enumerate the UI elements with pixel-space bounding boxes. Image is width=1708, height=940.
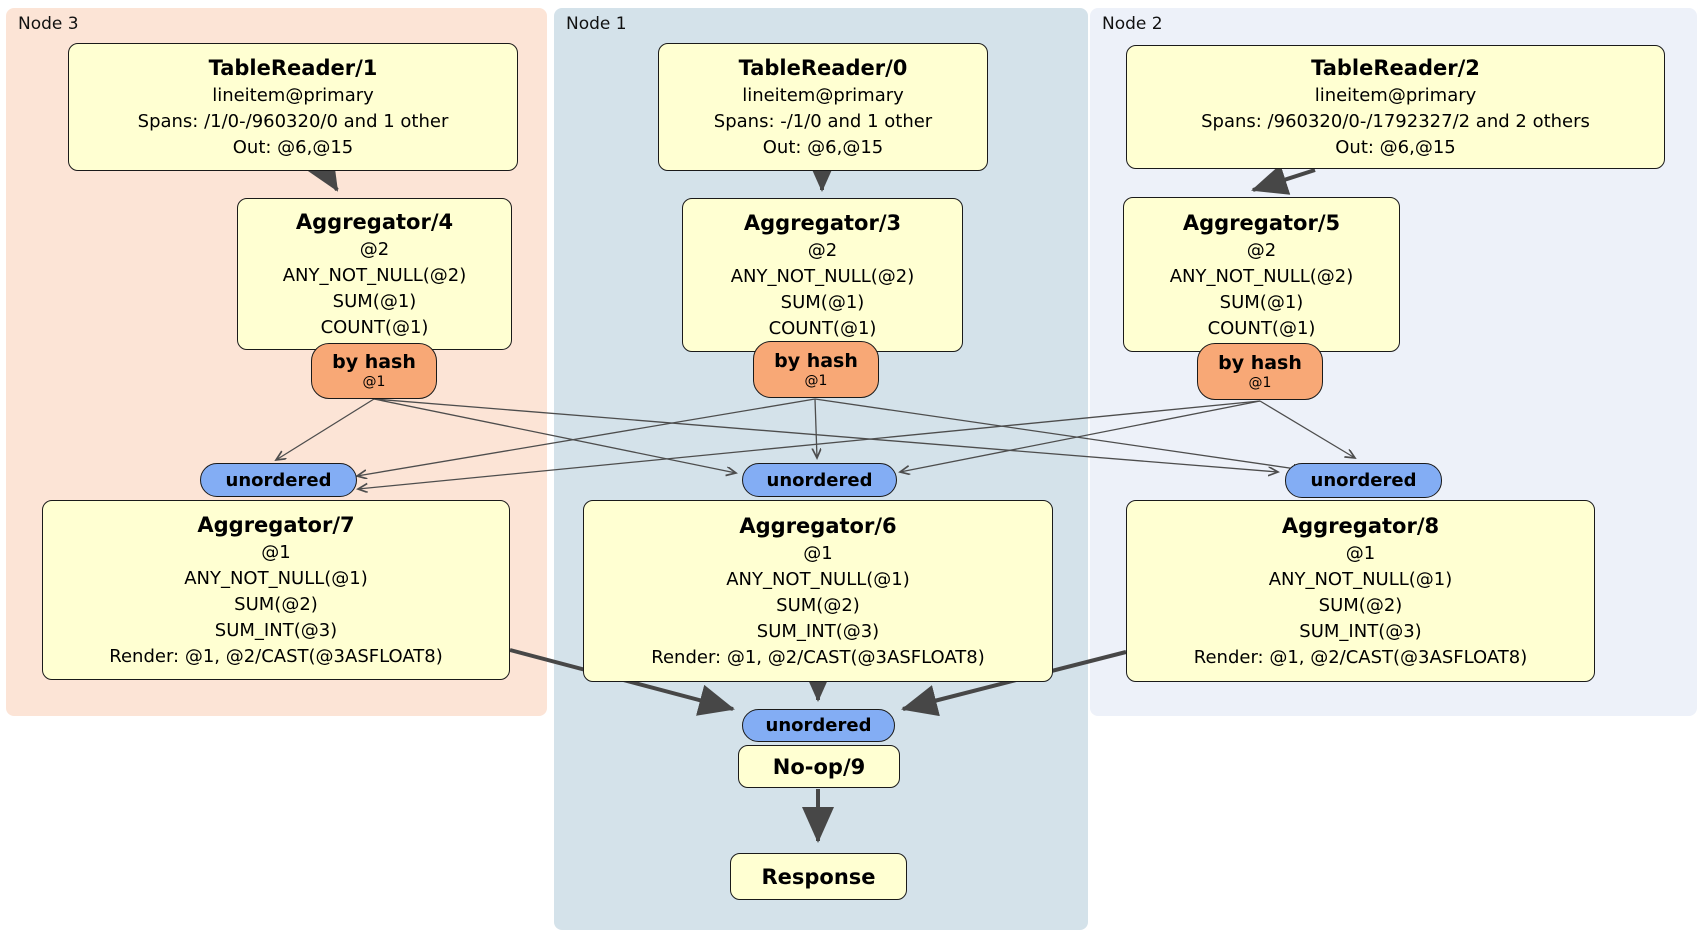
box-line: Render: @1, @2/CAST(@3ASFLOAT8) [1193,647,1528,668]
stream-label: unordered [225,469,332,491]
box-line: ANY_NOT_NULL(@1) [1268,569,1453,590]
stream-unordered-center: unordered [742,463,897,497]
box-tablereader-1: TableReader/1 lineitem@primary Spans: /1… [68,43,518,171]
router-label: by hash [332,351,416,373]
box-tablereader-0: TableReader/0 lineitem@primary Spans: -/… [658,43,988,171]
router-by-hash-left: by hash @1 [311,343,437,399]
box-out: Out: @6,@15 [232,137,354,158]
box-line: @2 [1246,239,1277,261]
box-title: Aggregator/8 [1281,514,1440,538]
edge-hashL-unoL [276,398,375,460]
box-line: COUNT(@1) [768,318,877,339]
box-title: Aggregator/3 [743,211,902,235]
box-line: Render: @1, @2/CAST(@3ASFLOAT8) [109,646,443,667]
box-line: Render: @1, @2/CAST(@3ASFLOAT8) [651,647,985,668]
box-line: @1 [803,543,833,564]
box-aggregator-8: Aggregator/8 @1 ANY_NOT_NULL(@1) SUM(@2)… [1126,500,1595,682]
edge-hashC-unoR [814,398,1303,470]
edge-hashL-unoR [373,398,1278,472]
box-line: SUM_INT(@3) [756,621,880,642]
box-title: No-op/9 [772,754,866,779]
box-line: SUM(@1) [1219,291,1304,313]
stream-label: unordered [766,469,873,491]
box-line: SUM(@1) [332,291,417,312]
box-line: @1 [261,542,291,563]
box-out: Out: @6,@15 [1335,137,1456,158]
box-noop-9: No-op/9 [738,745,900,788]
box-spans: Spans: -/1/0 and 1 other [713,111,933,132]
panel-node1-label: Node 1 [566,14,627,34]
box-line: ANY_NOT_NULL(@1) [726,569,910,590]
box-title: TableReader/0 [738,56,908,80]
box-line: SUM_INT(@3) [214,620,338,641]
edge-tr2-agg5 [1251,164,1316,195]
box-line: COUNT(@1) [320,317,429,338]
box-line: ANY_NOT_NULL(@2) [730,266,915,287]
box-table: lineitem@primary [212,85,374,106]
box-title: TableReader/1 [208,56,378,80]
box-out: Out: @6,@15 [762,137,884,158]
box-line: SUM(@2) [776,595,860,616]
stream-unordered-bottom: unordered [742,709,895,742]
box-line: @2 [359,239,390,260]
box-line: SUM(@1) [780,292,865,313]
panel-node3-label: Node 3 [18,14,79,34]
box-title: Response [761,864,876,889]
box-title: Aggregator/6 [739,514,897,538]
edge-hashC-unoC [815,398,817,458]
box-table: lineitem@primary [1314,85,1477,106]
box-tablereader-2: TableReader/2 lineitem@primary Spans: /9… [1126,45,1665,169]
box-spans: Spans: /1/0-/960320/0 and 1 other [137,111,449,132]
router-key: @1 [362,374,386,390]
box-line: SUM_INT(@3) [1299,621,1422,642]
box-line: SUM(@2) [1318,595,1403,616]
stream-unordered-right: unordered [1285,463,1442,498]
stream-label: unordered [1310,470,1417,491]
edge-hashR-unoL [358,400,1261,489]
box-table: lineitem@primary [742,85,904,106]
edge-hashC-unoL [357,398,816,476]
box-line: @1 [1345,543,1376,564]
box-aggregator-4: Aggregator/4 @2 ANY_NOT_NULL(@2) SUM(@1)… [237,198,512,350]
edge-tr1-agg4 [305,152,339,192]
box-spans: Spans: /960320/0-/1792327/2 and 2 others [1201,111,1590,132]
box-title: Aggregator/7 [197,513,355,537]
router-label: by hash [774,349,858,372]
router-by-hash-right: by hash @1 [1197,343,1323,400]
router-label: by hash [1218,351,1302,374]
edge-hashR-unoC [900,400,1261,472]
box-aggregator-5: Aggregator/5 @2 ANY_NOT_NULL(@2) SUM(@1)… [1123,197,1400,352]
box-aggregator-6: Aggregator/6 @1 ANY_NOT_NULL(@1) SUM(@2)… [583,500,1053,682]
box-line: COUNT(@1) [1207,317,1316,339]
box-line: ANY_NOT_NULL(@2) [1169,265,1354,287]
router-key: @1 [1248,374,1272,391]
stream-unordered-left: unordered [200,463,357,497]
edge-hashL-unoC [373,398,736,473]
box-aggregator-3: Aggregator/3 @2 ANY_NOT_NULL(@2) SUM(@1)… [682,198,963,352]
box-title: Aggregator/4 [295,210,454,234]
box-response: Response [730,853,907,900]
box-line: SUM(@2) [234,594,318,615]
edge-hashR-unoR [1259,400,1355,458]
box-line: @2 [807,240,838,261]
router-by-hash-center: by hash @1 [753,341,879,398]
box-line: ANY_NOT_NULL(@1) [184,568,368,589]
box-title: TableReader/2 [1311,56,1480,80]
box-title: Aggregator/5 [1182,210,1341,235]
stream-label: unordered [765,715,872,736]
router-key: @1 [804,372,828,389]
panel-node2-label: Node 2 [1102,14,1163,34]
box-line: ANY_NOT_NULL(@2) [282,265,467,286]
box-aggregator-7: Aggregator/7 @1 ANY_NOT_NULL(@1) SUM(@2)… [42,500,510,680]
